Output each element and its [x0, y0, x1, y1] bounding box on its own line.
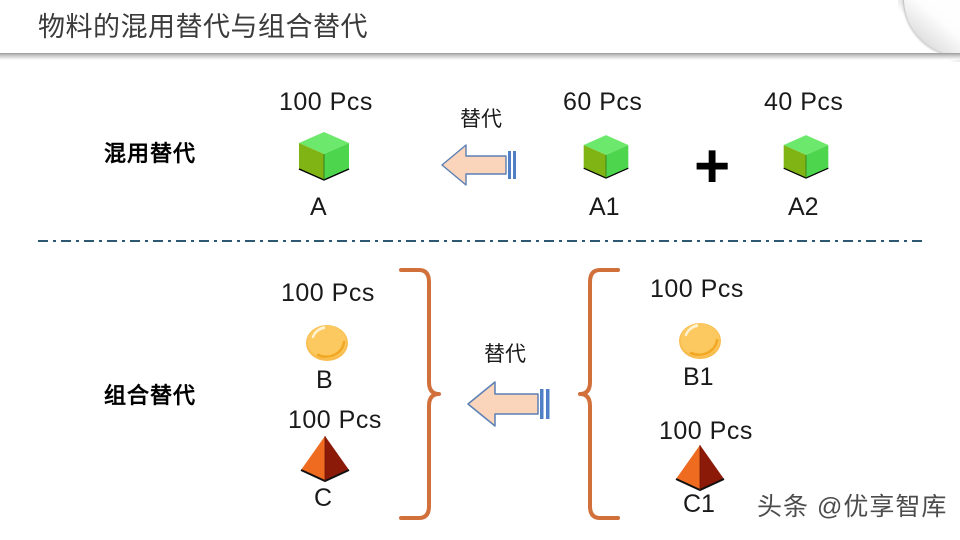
arrow-label-row1: 替代	[460, 108, 502, 131]
row-label-mixed-substitution: 混用替代	[104, 141, 197, 166]
cube-icon-a	[296, 130, 352, 184]
arrow-label-row2: 替代	[484, 343, 526, 366]
qty-c1: 100 Pcs	[659, 417, 753, 445]
qty-a2: 40 Pcs	[764, 88, 844, 116]
item-name-a1: A1	[589, 193, 620, 221]
qty-b1: 100 Pcs	[650, 275, 744, 303]
brace-right-group	[576, 265, 624, 523]
item-name-b: B	[316, 366, 333, 394]
substitution-arrow-row2	[466, 375, 554, 433]
qty-b: 100 Pcs	[281, 279, 375, 307]
cube-icon-a1	[581, 133, 631, 182]
item-name-a2: A2	[788, 193, 819, 221]
qty-c: 100 Pcs	[288, 406, 382, 434]
brace-left-group	[395, 265, 443, 523]
row-label-combination-substitution: 组合替代	[104, 383, 197, 408]
qty-a: 100 Pcs	[279, 88, 373, 116]
cube-icon-a2	[781, 133, 831, 182]
item-name-a: A	[310, 193, 327, 221]
operator-plus: +	[694, 132, 731, 201]
header-divider-shadow	[0, 53, 960, 60]
page-title: 物料的混用替代与组合替代	[38, 12, 368, 42]
item-name-c: C	[314, 484, 333, 512]
item-name-b1: B1	[683, 363, 714, 391]
item-name-c1: C1	[683, 490, 715, 518]
qty-a1: 60 Pcs	[563, 88, 643, 116]
sphere-icon-b1	[676, 320, 724, 362]
watermark: 头条 @优享智库	[757, 493, 948, 521]
substitution-arrow-row1	[440, 139, 520, 191]
pyramid-icon-c	[297, 434, 353, 486]
page-curl-decoration	[898, 0, 960, 62]
slide-header: 物料的混用替代与组合替代	[0, 0, 960, 62]
sphere-icon-b	[303, 322, 351, 364]
pyramid-icon-c1	[672, 443, 728, 495]
section-divider	[38, 240, 922, 242]
